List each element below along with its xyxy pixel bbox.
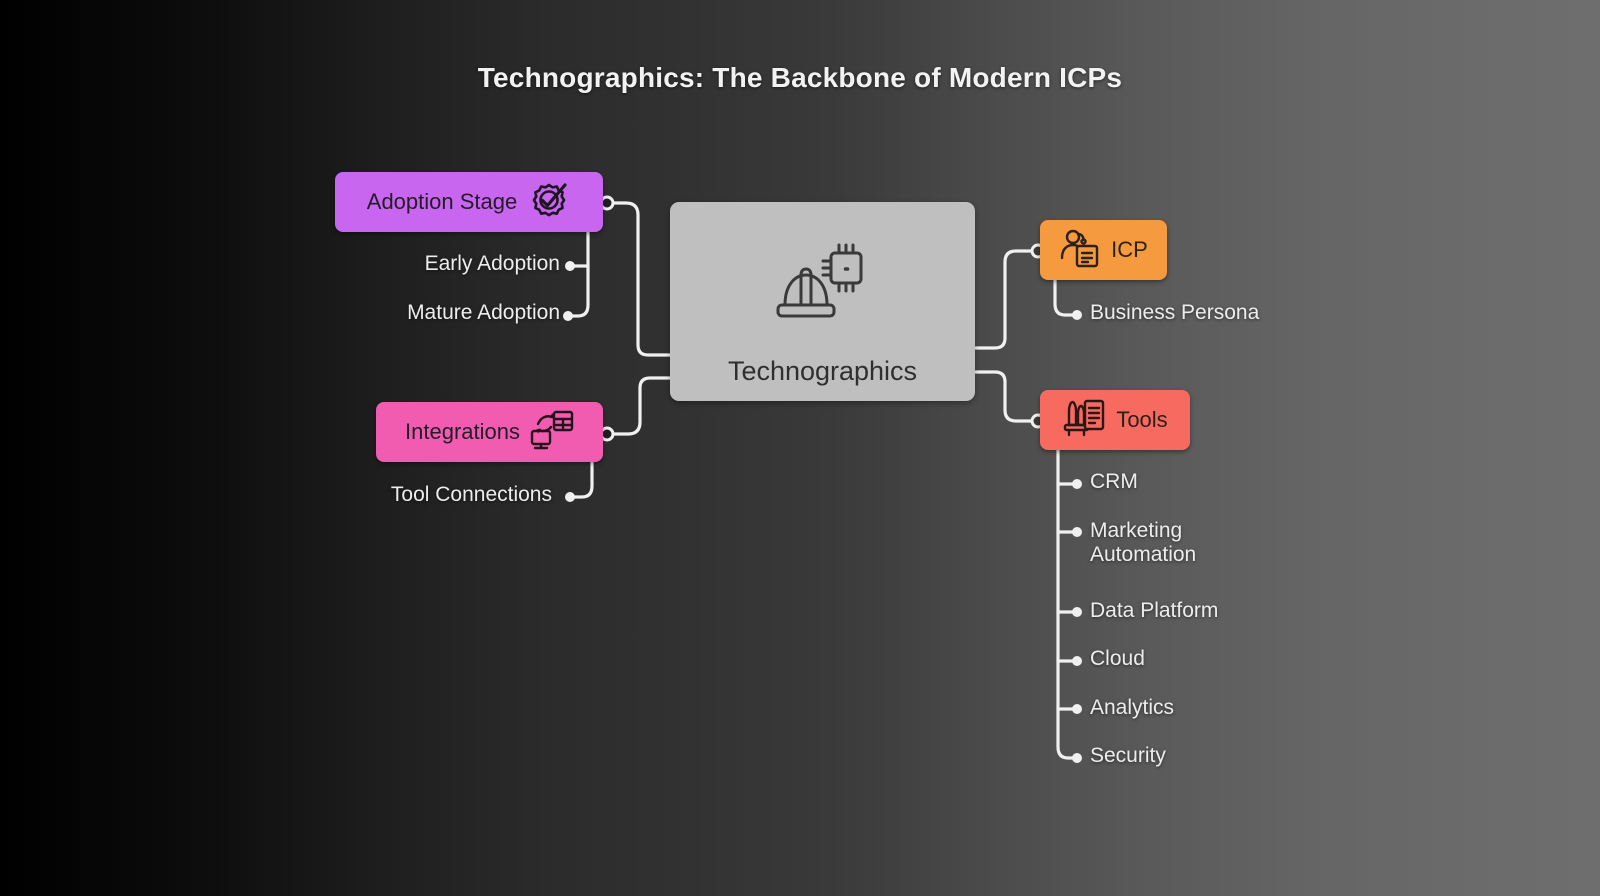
wire-center-integrations: [610, 376, 672, 436]
leaf-tool-connections: Tool Connections: [390, 483, 552, 506]
wire-adoption-spine: [568, 230, 590, 318]
connector-dot-crm: [1072, 479, 1082, 489]
connector-dot-marketing: [1072, 527, 1082, 537]
wire-icp-business-persona: [1053, 278, 1077, 317]
branch-node-tools[interactable]: Tools: [1040, 390, 1190, 450]
connector-dot-analytics: [1072, 704, 1082, 714]
branch-label-icp: ICP: [1111, 237, 1148, 262]
center-node-technographics[interactable]: Technographics: [670, 202, 975, 401]
hardhat-chip-icon: [775, 239, 871, 330]
person-document-icon: [1059, 228, 1101, 273]
leaf-security: Security: [1090, 744, 1166, 767]
connector-dot-data-platform: [1072, 607, 1082, 617]
connector-dot-early-adoption: [565, 261, 575, 271]
branch-label-adoption-stage: Adoption Stage: [366, 189, 518, 214]
leaf-cloud: Cloud: [1090, 647, 1145, 670]
connector-dot-security: [1072, 753, 1082, 763]
leaf-data-platform: Data Platform: [1090, 599, 1219, 622]
connector-dot-tool-connections: [565, 492, 575, 502]
leaf-business-persona: Business Persona: [1090, 301, 1260, 324]
leaf-early-adoption: Early Adoption: [424, 252, 560, 275]
pens-document-icon: [1062, 397, 1106, 444]
branch-node-integrations[interactable]: Integrations: [376, 402, 603, 462]
branch-node-icp[interactable]: ICP: [1040, 220, 1167, 280]
wire-center-icp: [973, 249, 1034, 350]
wire-center-adoption: [610, 201, 672, 357]
gear-check-icon: [527, 178, 571, 227]
leaf-mature-adoption: Mature Adoption: [407, 301, 560, 324]
leaf-analytics: Analytics: [1090, 696, 1175, 719]
connector-dot-business-persona: [1072, 310, 1082, 320]
monitor-exchange-table-icon: [530, 409, 574, 456]
page-title: Technographics: The Backbone of Modern I…: [477, 62, 1123, 93]
center-node-label: Technographics: [727, 355, 918, 386]
connector-dot-cloud: [1072, 656, 1082, 666]
branch-label-integrations: Integrations: [405, 419, 520, 444]
wire-integrations-tool-connections: [570, 460, 594, 499]
branch-label-tools: Tools: [1116, 407, 1168, 432]
wire-center-tools: [973, 370, 1034, 423]
connector-dot-mature-adoption: [563, 311, 573, 321]
leaf-crm: CRM: [1090, 470, 1138, 493]
leaf-marketing-automation: Marketing Automation: [1090, 519, 1197, 566]
branch-node-adoption-stage[interactable]: Adoption Stage: [335, 172, 603, 232]
wire-tools-spine: [1056, 448, 1078, 760]
